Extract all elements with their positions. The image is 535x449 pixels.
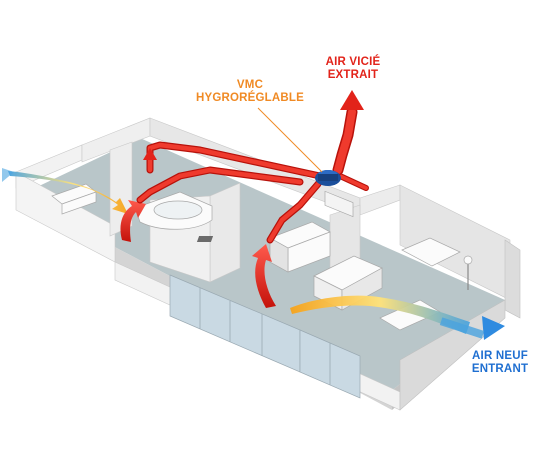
exhaust-arrow-bathroom-vent <box>143 148 157 160</box>
vmc-label: VMC HYGRORÉGLABLE <box>190 79 310 105</box>
exhaust-arrow-roof <box>340 90 364 110</box>
vmc-leader-line <box>257 107 323 173</box>
vmc-label-line2: HYGRORÉGLABLE <box>195 92 305 104</box>
air-vicie-label: AIR VICIÉ EXTRAIT <box>303 56 403 82</box>
fresh-air-arrow-right <box>290 295 470 334</box>
vmc-unit <box>315 170 341 186</box>
fresh-air-inlet-arrow <box>482 316 505 340</box>
extract-flows <box>120 200 276 308</box>
fresh-air-arrow-left <box>8 171 128 214</box>
fresh-air-flows <box>2 168 505 340</box>
air-neuf-label: AIR NEUF ENTRANT <box>460 350 535 376</box>
vmc-label-line1: VMC <box>236 79 264 91</box>
extract-arrow-bathroom <box>120 200 146 242</box>
air-vicie-line2: EXTRAIT <box>327 69 379 81</box>
exhaust-arrows <box>143 90 364 160</box>
air-vicie-line1: AIR VICIÉ <box>325 56 381 68</box>
extract-arrow-kitchen <box>252 244 276 308</box>
furniture <box>51 183 473 331</box>
air-neuf-line2: ENTRANT <box>471 363 529 375</box>
air-neuf-line1: AIR NEUF <box>472 350 528 362</box>
walls <box>15 117 521 411</box>
